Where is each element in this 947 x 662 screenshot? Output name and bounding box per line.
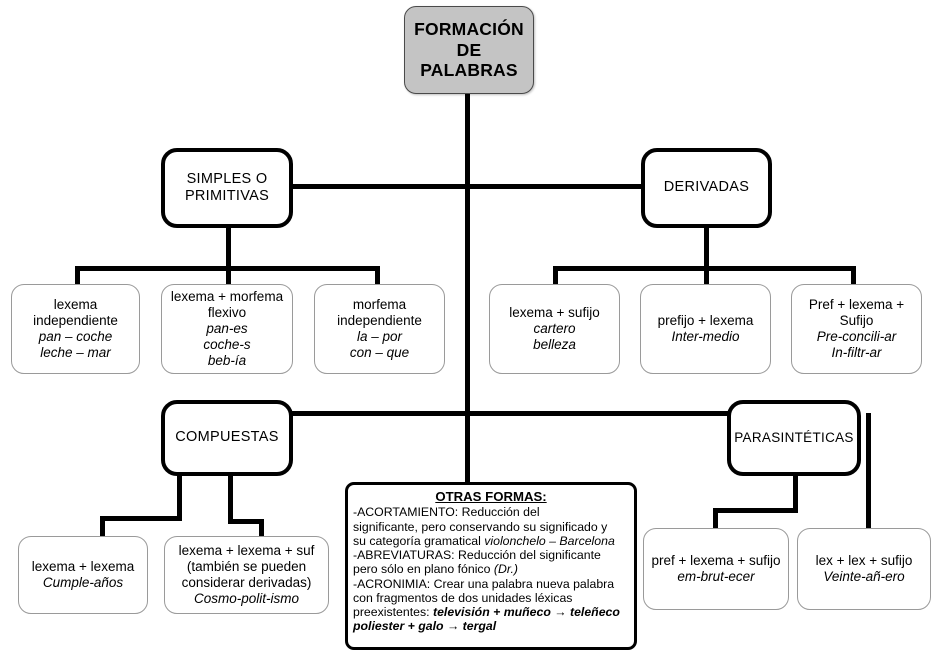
leaf-head-prefijo-lexema: prefijo + lexema (657, 313, 754, 329)
notes-line-8-plain: preexistentes: (353, 605, 433, 620)
leaf-examples-lexema-lexema-suf: Cosmo-polit-ismo (193, 590, 300, 606)
leaf-examples-lexema-independiente: pan – coche leche – mar (38, 329, 113, 360)
root-node-formacion-de-palabras[interactable]: FORMACIÓN DE PALABRAS (404, 6, 534, 94)
leaf-node-lexema-independiente[interactable]: lexema independiente pan – coche leche –… (11, 284, 140, 374)
connector-compuestas-left-v1 (177, 475, 182, 520)
notes-header: OTRAS FORMAS: (435, 489, 547, 504)
leaf-node-lexema-sufijo[interactable]: lexema + sufijo cartero belleza (489, 284, 620, 374)
notes-line-5: pero sólo en plano fónico (Dr.) (353, 562, 629, 576)
leaf-head-lexema-morfema-flexivo: lexema + morfema flexivo (170, 289, 284, 321)
connector-simples-drop-1 (75, 266, 80, 286)
notes-line-3: su categoría gramatical violonchelo – Ba… (353, 534, 629, 548)
connector-mid-trunk (465, 188, 470, 416)
connector-parasinteticas-left-v2 (713, 508, 718, 530)
notes-line-5-plain: pero sólo en plano fónico (353, 562, 494, 577)
connector-compuestas-right-v1 (228, 475, 233, 523)
category-node-parasinteticas[interactable]: PARASINTÉTICAS (727, 400, 861, 476)
notes-line-4: -ABREVIATURAS: Reducción del significant… (353, 548, 601, 563)
leaf-head-morfema-independiente: morfema independiente (337, 297, 422, 329)
leaf-examples-lexema-sufijo: cartero belleza (533, 321, 576, 352)
leaf-head-pref-lexema-sufijo-parasint: pref + lexema + sufijo (651, 553, 781, 569)
leaf-head-lexema-lexema-suf: lexema + lexema + suf (también se pueden… (178, 543, 315, 590)
leaf-node-lexema-lexema-suf[interactable]: lexema + lexema + suf (también se pueden… (164, 536, 329, 614)
leaf-examples-morfema-independiente: la – por con – que (349, 329, 410, 360)
connector-compuestas-left-h (100, 516, 182, 521)
notes-line-3-plain: su categoría gramatical (353, 533, 485, 548)
category-node-compuestas[interactable]: COMPUESTAS (161, 400, 293, 476)
connector-notes-trunk (465, 411, 470, 508)
notes-line-5-italic: (Dr.) (493, 562, 518, 577)
connector-compuestas-right-v2 (259, 519, 264, 539)
category-node-derivadas[interactable]: DERIVADAS (641, 148, 772, 228)
notes-line-2: significante, pero conservando su signif… (353, 519, 608, 534)
connector-derivadas-drop-2 (704, 266, 709, 286)
connector-parasinteticas-left-h (713, 508, 798, 513)
connector-simples-drop-2 (226, 266, 231, 286)
connector-parasinteticas-left-v1 (793, 475, 798, 511)
leaf-node-lex-lex-sufijo[interactable]: lex + lex + sufijo Veinte-añ-ero (797, 528, 931, 610)
leaf-head-pref-lexema-sufijo: Pref + lexema + Sufijo (808, 297, 905, 329)
connector-root-trunk (465, 92, 470, 188)
leaf-examples-pref-lexema-sufijo: Pre-concili-ar In-filtr-ar (816, 329, 897, 360)
notes-line-8-italic: televisión + muñeco → teleñeco (432, 605, 620, 620)
leaf-examples-lexema-lexema: Cumple-años (42, 575, 124, 590)
connector-parasinteticas-right-v (866, 413, 871, 530)
leaf-examples-lex-lex-sufijo: Veinte-añ-ero (823, 569, 905, 584)
connector-compuestas-left-v2 (100, 516, 105, 538)
notes-line-7: con fragmentos de dos unidades léxicas (353, 590, 573, 605)
notes-line-9: poliester + galo → tergal (353, 619, 497, 634)
leaf-node-prefijo-lexema[interactable]: prefijo + lexema Inter-medio (640, 284, 771, 374)
leaf-examples-lexema-morfema-flexivo: pan-es coche-s beb-ía (203, 321, 251, 368)
root-node-label: FORMACIÓN DE PALABRAS (414, 19, 524, 81)
category-label-simples: SIMPLES O PRIMITIVAS (184, 170, 270, 204)
connector-derivadas-drop-3 (851, 266, 856, 286)
category-label-parasinteticas: PARASINTÉTICAS (734, 430, 854, 446)
leaf-head-lexema-sufijo: lexema + sufijo (509, 305, 600, 321)
leaf-node-lexema-lexema[interactable]: lexema + lexema Cumple-años (18, 536, 148, 614)
connector-derivadas-stem (704, 228, 709, 270)
connector-simples-stem (226, 228, 231, 270)
leaf-examples-pref-lexema-sufijo-parasint: em-brut-ecer (677, 569, 755, 584)
connector-level2-bar (289, 411, 739, 416)
leaf-node-pref-lexema-sufijo[interactable]: Pref + lexema + Sufijo Pre-concili-ar In… (791, 284, 922, 374)
connector-compuestas-right-h (228, 519, 264, 524)
leaf-head-lexema-independiente: lexema independiente (33, 297, 118, 329)
leaf-head-lexema-lexema: lexema + lexema (31, 559, 135, 575)
leaf-head-lex-lex-sufijo: lex + lex + sufijo (815, 553, 913, 569)
category-label-derivadas: DERIVADAS (663, 179, 750, 196)
connector-simples-drop-3 (375, 266, 380, 286)
category-node-simples-o-primitivas[interactable]: SIMPLES O PRIMITIVAS (161, 148, 293, 228)
notes-line-6: -ACRONIMIA: Crear una palabra nueva pala… (353, 576, 615, 591)
notes-line-3-italic: violonchelo – Barcelona (484, 533, 615, 548)
connector-derivadas-drop-1 (553, 266, 558, 286)
leaf-node-pref-lexema-sufijo-parasint[interactable]: pref + lexema + sufijo em-brut-ecer (643, 528, 789, 610)
notes-box-otras-formas[interactable]: OTRAS FORMAS: -ACORTAMIENTO: Reducción d… (345, 482, 637, 650)
leaf-node-morfema-independiente[interactable]: morfema independiente la – por con – que (314, 284, 445, 374)
notes-line-1: -ACORTAMIENTO: Reducción del (353, 505, 540, 520)
connector-level1-bar (289, 184, 653, 189)
notes-line-8: preexistentes: televisión + muñeco → tel… (353, 605, 629, 619)
category-label-compuestas: COMPUESTAS (175, 429, 279, 446)
leaf-examples-prefijo-lexema: Inter-medio (671, 329, 740, 344)
leaf-node-lexema-morfema-flexivo[interactable]: lexema + morfema flexivo pan-es coche-s … (161, 284, 293, 374)
